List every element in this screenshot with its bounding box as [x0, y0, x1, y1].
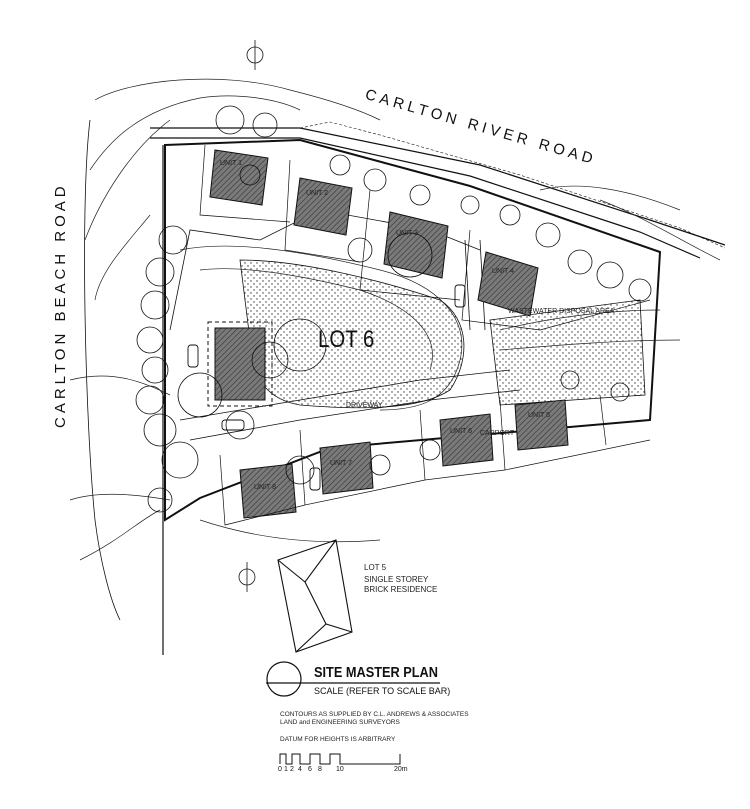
unit-label-2: UNIT 2 [306, 190, 329, 197]
unit-label-8: UNIT 8 [254, 484, 277, 491]
lot5-type: BRICK RESIDENCE [364, 585, 438, 594]
unit-label-5: UNIT 5 [528, 412, 551, 419]
lot6-boundary [164, 138, 662, 522]
lot5-residence [277, 539, 353, 653]
unit-1-building [209, 149, 269, 206]
unit-label-6: UNIT 6 [450, 428, 473, 435]
unit-2-building [293, 177, 353, 236]
scale-bar [279, 753, 401, 765]
wastewater-area-2 [489, 299, 646, 406]
scale-tick-4: 4 [298, 766, 302, 773]
beach-road-edge [84, 119, 121, 621]
driveway-label: DRIVEWAY [346, 402, 383, 409]
unit-label-3: UNIT 3 [396, 230, 419, 237]
scale-tick-1: 1 [284, 766, 288, 773]
plan-scale: SCALE (REFER TO SCALE BAR) [314, 686, 451, 696]
datum-note: DATUM FOR HEIGHTS IS ARBITRARY [280, 736, 396, 743]
carlton-beach-road-label: CARLTON BEACH ROAD [52, 182, 69, 428]
unit-3-building [383, 211, 449, 279]
scale-tick-20: 20m [394, 766, 408, 773]
unit-6-building [439, 413, 494, 467]
scale-tick-6: 6 [308, 766, 312, 773]
cars [187, 284, 466, 491]
unit-label-1: UNIT 1 [220, 160, 243, 167]
plan-title: SITE MASTER PLAN [314, 664, 438, 681]
north-arrow-top [246, 40, 264, 70]
unit-7-building [319, 441, 374, 495]
title-circle [266, 661, 302, 697]
existing-house-outline [207, 321, 273, 407]
unit-8-building [239, 463, 297, 519]
scale-tick-2: 2 [290, 766, 294, 773]
internal-lot-lines [199, 144, 651, 526]
contour-note: CONTOURS AS SUPPLIED BY C.L. ANDREWS & A… [280, 711, 469, 718]
north-arrow-bottom [238, 562, 256, 592]
lot5-name: LOT 5 [364, 563, 387, 572]
scale-tick-0: 0 [278, 766, 282, 773]
carlton-river-road-edges [150, 121, 726, 259]
trees [135, 105, 652, 513]
scale-tick-10: 10 [336, 766, 344, 773]
unit-label-4: UNIT 4 [492, 268, 515, 275]
lot6-title: LOT 6 [318, 326, 375, 353]
unit-4-building [477, 251, 539, 317]
lot5-storey: SINGLE STOREY [364, 575, 429, 584]
carport-label: CARPORT [480, 430, 515, 437]
unit-buildings [207, 149, 569, 519]
unit-label-7: UNIT 7 [330, 460, 353, 467]
wastewater-label: WASTEWATER DISPOSAL AREA [508, 308, 615, 315]
unit-5-building [514, 399, 569, 451]
scale-tick-8: 8 [318, 766, 322, 773]
existing-house [214, 327, 266, 401]
surveyor-note: LAND and ENGINEERING SURVEYORS [280, 719, 400, 726]
